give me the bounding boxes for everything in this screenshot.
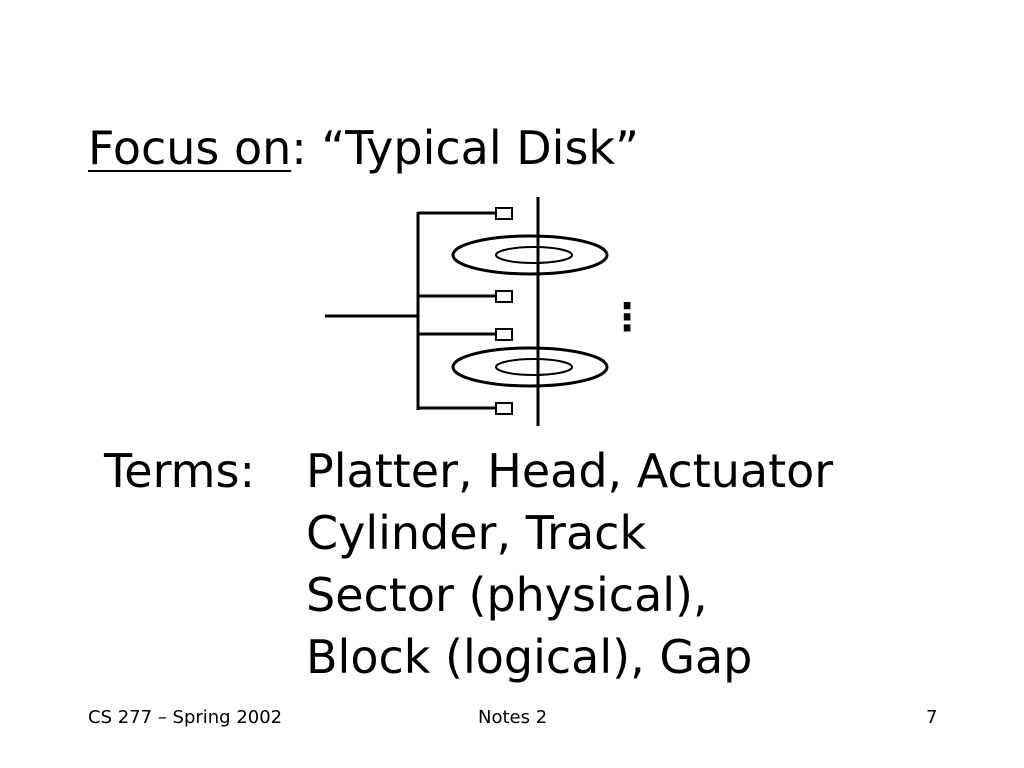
head-1 (495, 207, 513, 220)
platter-top-inner (495, 246, 573, 264)
diagram-ellipsis: ⋮ (608, 295, 646, 339)
platter-top-outer (451, 234, 609, 276)
terms-list: Platter, Head, Actuator Cylinder, Track … (306, 440, 833, 688)
head-4 (495, 402, 513, 415)
head-3 (495, 328, 513, 341)
platter-bottom-inner (495, 358, 573, 376)
footer-course: CS 277 – Spring 2002 (88, 707, 283, 728)
term-line: Platter, Head, Actuator (306, 444, 834, 498)
title-typical-disk: : “Typical Disk” (291, 121, 639, 175)
term-line: Cylinder, Track (306, 506, 647, 560)
platter-bottom-outer (451, 346, 609, 388)
footer-page-number: 7 (926, 707, 938, 728)
slide-title: Focus on: “Typical Disk” (88, 118, 639, 178)
head-2 (495, 290, 513, 303)
footer-notes: Notes 2 (478, 707, 548, 728)
terms-label: Terms: (104, 444, 255, 498)
term-line: Sector (physical), (306, 568, 708, 622)
title-focus-on: Focus on (88, 121, 292, 175)
term-line: Block (logical), Gap (306, 630, 753, 684)
